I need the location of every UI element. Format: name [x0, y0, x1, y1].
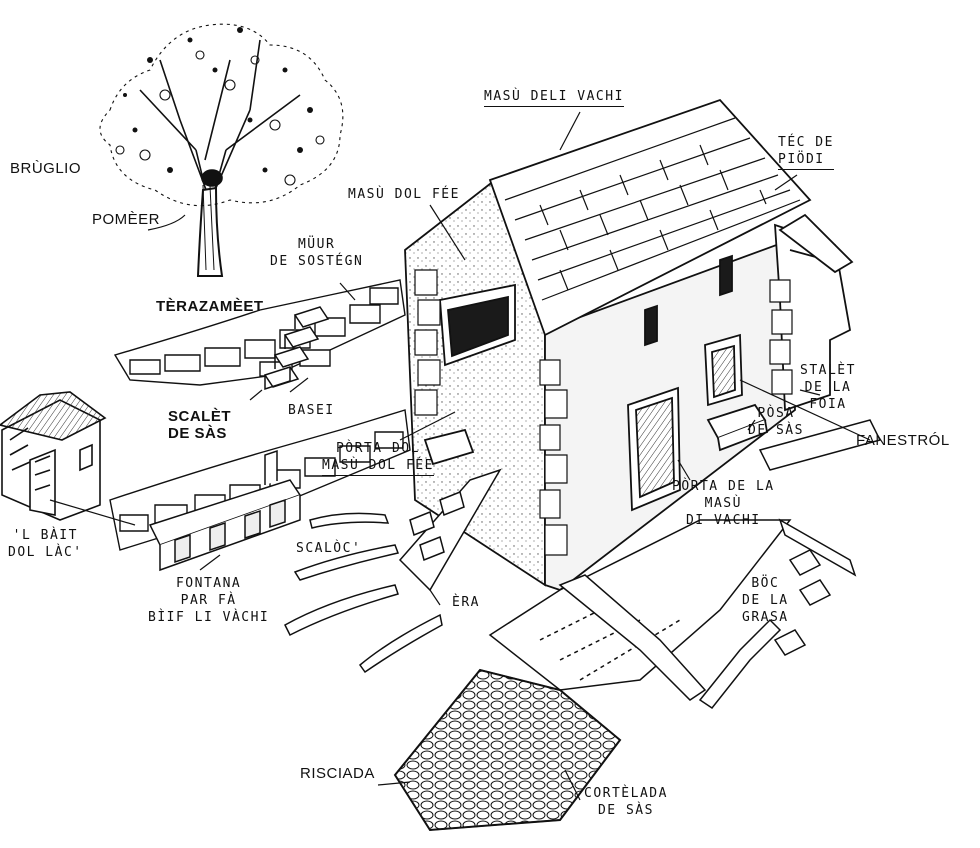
- leader-pomeer: [147, 214, 186, 231]
- label-risciada: RISCIADA: [300, 765, 375, 782]
- leader-porta-vachi: [677, 459, 691, 481]
- label-muur-line2: DE SOSTÉGN: [270, 254, 364, 269]
- leader-tec-de-piodi: [774, 174, 798, 191]
- label-fontana-line2: PAR FÀ: [180, 593, 237, 608]
- label-bait-line2: DOL LÀC': [8, 545, 83, 560]
- label-boc-line3: GRASA: [742, 610, 789, 625]
- leader-fontana: [199, 554, 221, 571]
- label-terazameet: TÈRAZAMÈET: [156, 298, 264, 315]
- label-basei: BASEI: [288, 403, 335, 418]
- label-porta-de-la-masu-di-vachi: PÒRTA DE LA MASÙ DI VACHI: [672, 478, 775, 529]
- leader-scalet: [249, 389, 263, 401]
- label-masu-deli-vachi: MASÙ DELI VACHI: [484, 88, 624, 107]
- label-boc-line2: DE LA: [742, 593, 789, 608]
- stone-steps-scalet: [263, 306, 330, 391]
- label-tec-de-piodi-line1: TÉC DE: [778, 135, 834, 150]
- label-boc-line1: BÖC: [751, 576, 780, 591]
- label-porta-fee-line2: MASÙ DOL FÉE: [322, 457, 434, 476]
- label-scalet-de-sas: SCALÈT DE SÀS: [168, 408, 231, 442]
- label-stalet-line3: FOIA: [809, 397, 847, 412]
- label-posa-de-sas: PÒSA DE SÀS: [748, 405, 804, 439]
- leader-lines: [49, 111, 871, 801]
- label-l-bait-dol-lac: 'L BÀIT DOL LÀC': [8, 527, 83, 561]
- label-stalet-de-la-foia: STALÈT DE LA FOIA: [800, 362, 856, 413]
- leader-porta-fee: [399, 411, 456, 441]
- cobbled-path: [393, 668, 622, 832]
- label-stalet-line1: STALÈT: [800, 363, 856, 378]
- label-stalet-line2: DE LA: [804, 380, 852, 395]
- label-cortelada-line2: DE SÀS: [597, 803, 654, 818]
- stone-house: [404, 98, 854, 592]
- label-scalet-line2: DE SÀS: [168, 425, 227, 442]
- leader-era: [429, 589, 441, 606]
- label-fontana-line3: BÌIF LI VÀCHI: [148, 610, 270, 625]
- leader-cortelada: [564, 769, 581, 801]
- label-scaloc: SCALÒC': [296, 541, 362, 556]
- label-posa-line1: PÒSA: [757, 406, 795, 421]
- label-muur-line1: MÜUR: [297, 237, 336, 252]
- terrace-wall-upper: [113, 279, 406, 386]
- label-fontana: FONTANA PAR FÀ BÌIF LI VÀCHI: [148, 575, 269, 626]
- label-porta-dol-masu-dol-fee: PÒRTA DOL MASÙ DOL FÉE: [322, 440, 434, 476]
- label-tec-de-piodi: TÉC DE PIÖDI: [778, 134, 834, 170]
- leader-basei: [289, 377, 309, 393]
- leader-masu-dol-fee: [429, 204, 466, 261]
- label-tec-de-piodi-line2: PIÖDI: [778, 151, 834, 170]
- leader-posa: [747, 419, 756, 431]
- label-fontana-line1: FONTANA: [175, 576, 242, 591]
- label-pomeer: POMÈER: [92, 211, 161, 228]
- apple-tree: [99, 23, 344, 277]
- label-fanestrol: FANESTRÓL: [856, 432, 950, 449]
- leader-fanestrol: [739, 379, 871, 441]
- fountain-trough: [148, 449, 302, 572]
- curved-stone-steps: [284, 512, 443, 674]
- retaining-wall-right: [398, 419, 882, 592]
- stone-fence: [558, 518, 857, 710]
- label-porta-fee-line1: PÒRTA DOL: [335, 441, 420, 456]
- label-bait-line1: 'L BÀIT: [12, 528, 78, 543]
- label-boc-de-la-grasa: BÖC DE LA GRASA: [742, 575, 789, 626]
- label-porta-vachi-line2: MASÙ: [704, 496, 742, 511]
- label-cortelada-line1: CORTÈLADA: [584, 786, 668, 801]
- label-era: ÈRA: [452, 595, 480, 610]
- label-masu-dol-fee: MASÙ DOL FÉE: [348, 187, 460, 202]
- label-bruglio: BRÙGLIO: [10, 160, 82, 177]
- label-cortelada-de-sas: CORTÈLADA DE SÀS: [584, 785, 668, 819]
- leader-stalet: [799, 389, 821, 396]
- small-hut: [0, 391, 107, 521]
- label-posa-line2: DE SÀS: [748, 423, 804, 438]
- label-muur-de-sostegn: MÜUR DE SOSTÉGN: [270, 236, 363, 270]
- leader-bait: [49, 499, 136, 526]
- label-porta-vachi-line1: PÒRTA DE LA: [672, 479, 775, 494]
- leader-muur: [339, 282, 356, 301]
- leader-risciada: [377, 781, 411, 786]
- label-scalet-line1: SCALÈT: [168, 408, 231, 425]
- leader-masu-deli-vachi: [559, 111, 581, 151]
- label-porta-vachi-line3: DI VACHI: [685, 513, 761, 528]
- tree-foliage: [99, 23, 344, 207]
